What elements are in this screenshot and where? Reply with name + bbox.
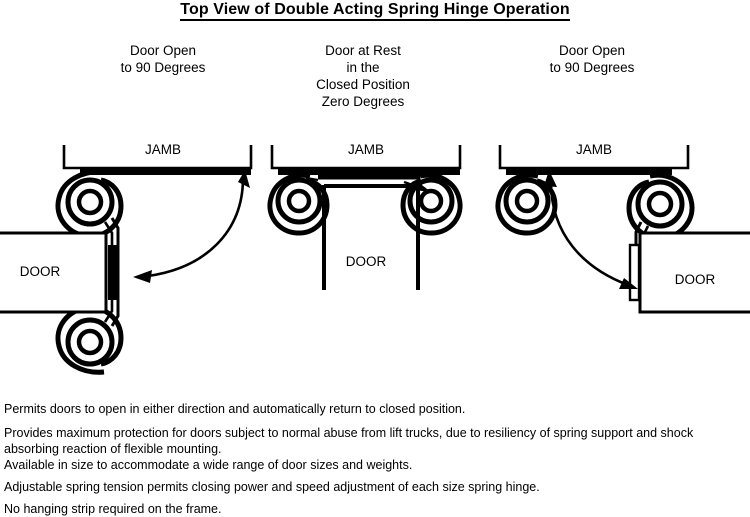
feature-line-2: Provides maximum protection for doors su… [4, 426, 694, 456]
door-label-right: DOOR [675, 272, 716, 287]
panel-caption-door-open-right: Door Open to 90 Degrees [549, 43, 635, 75]
jamb-label-middle: JAMB [348, 142, 384, 157]
door-label-left: DOOR [20, 264, 61, 279]
spring-hinge-barrel-right-middle [400, 172, 463, 236]
door-label-middle: DOOR [346, 254, 387, 269]
page-title: Top View of Double Acting Spring Hinge O… [0, 1, 750, 21]
swing-arrow-right [544, 170, 638, 289]
swing-arrow-left [133, 170, 250, 283]
panel-door-at-rest: JAMB DOOR [267, 142, 463, 290]
panel-caption-door-at-rest: Door at Rest in the Closed Position Zero… [316, 43, 410, 109]
spring-hinge-barrel-left-middle [267, 172, 330, 236]
feature-line-5: No hanging strip required on the frame. [4, 502, 222, 516]
spring-hinge-barrel-left-right [495, 172, 558, 236]
hinge-operation-diagram: JAMB DOOR [0, 142, 750, 375]
panel-door-open-right: JAMB DOOR [495, 142, 750, 314]
swing-arrow-middle [305, 176, 431, 192]
jamb-bracket-middle [270, 145, 462, 175]
door-slab-right [628, 231, 750, 314]
door-slab-left [0, 231, 117, 314]
panel-door-open-left: JAMB DOOR [0, 142, 253, 375]
feature-line-4: Adjustable spring tension permits closin… [4, 480, 540, 494]
feature-line-1: Permits doors to open in either directio… [4, 402, 466, 416]
jamb-bracket-right [498, 145, 690, 175]
door-slab-middle [318, 174, 420, 290]
panel-caption-door-open-left: Door Open to 90 Degrees [120, 43, 206, 75]
jamb-bracket-left [62, 145, 253, 175]
jamb-label-left: JAMB [145, 142, 181, 157]
page-title-text: Top View of Double Acting Spring Hinge O… [180, 1, 570, 21]
jamb-label-right: JAMB [576, 142, 612, 157]
feature-line-3: Available in size to accommodate a wide … [4, 458, 413, 472]
